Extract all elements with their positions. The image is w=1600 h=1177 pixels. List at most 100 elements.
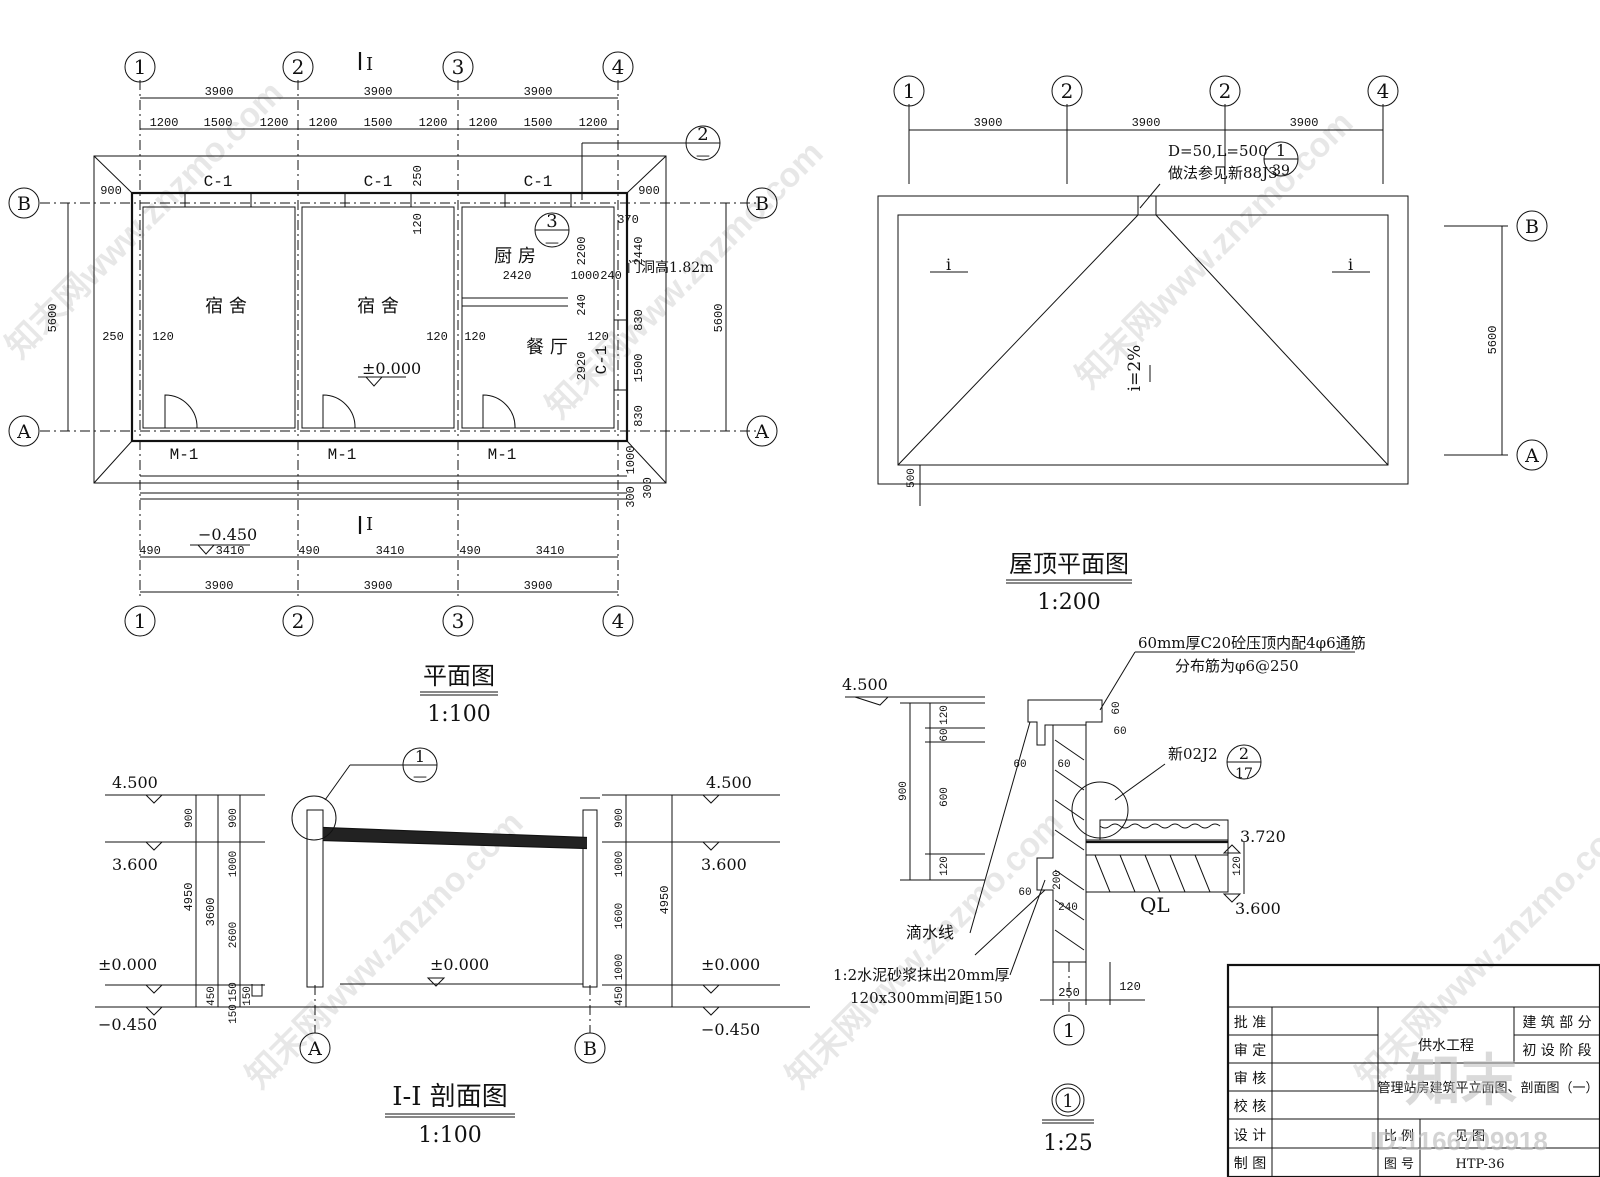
dim-total: 4950	[658, 886, 672, 915]
dim-bay-bottom: 3900	[364, 579, 393, 593]
watermark-text: 知末网www.znzmo.com	[0, 74, 291, 366]
svg-text:39: 39	[1272, 163, 1290, 179]
dim-part: 150	[228, 982, 240, 1002]
detail-level: 3.600	[1235, 899, 1281, 918]
room-label: 餐 厅	[526, 337, 568, 358]
dim-window: 1500	[524, 116, 553, 130]
dim-eave-right: 900	[638, 184, 660, 198]
axis-bubble-a: A	[299, 1032, 331, 1064]
axis-bubble-2: 2	[282, 51, 314, 83]
axis-bubble-1: 1	[893, 75, 925, 107]
axis-bubble-b-right: B	[746, 187, 778, 219]
section-scale: 1:100	[418, 1123, 481, 1148]
detail-dim: 900	[898, 781, 910, 801]
coping-note: 分布筋为φ6@250	[1175, 657, 1299, 675]
dim-misc: 300	[624, 486, 638, 508]
drain-ref-callout: 1 39	[1263, 141, 1299, 179]
dim-misc: 120	[426, 330, 448, 344]
mortar-note: 120x300mm间距150	[850, 989, 1003, 1007]
svg-text:2: 2	[292, 55, 305, 79]
axis-bubble-b: B	[574, 1032, 606, 1064]
slope-label: i=2%	[1125, 345, 1145, 392]
detail-dim: 60	[1018, 887, 1031, 899]
detail-dim: 120	[939, 856, 951, 876]
svg-text:3: 3	[452, 55, 465, 79]
dim-part: 1000	[614, 851, 626, 877]
level: 3.600	[701, 855, 747, 874]
svg-text:1: 1	[1062, 1091, 1073, 1112]
detail-dim: 240	[1058, 902, 1078, 914]
dim-part: 450	[206, 986, 218, 1006]
dim-depth: 5600	[1486, 326, 1500, 355]
dim-misc: 1000	[624, 446, 638, 475]
svg-text:2: 2	[697, 124, 708, 145]
tb-row: 制 图	[1234, 1156, 1266, 1172]
drain-note: 做法参见新88J3	[1168, 164, 1278, 182]
dim-bottom: 490	[139, 544, 161, 558]
svg-text:B: B	[1525, 216, 1539, 238]
dim-depth-left: 5600	[46, 304, 60, 333]
section-i-i: 4.500 3.600 ±0.000 −0.450 4.500 3.600 ±0…	[95, 747, 810, 1148]
watermark-text: 知末网www.znzmo.com	[239, 804, 531, 1096]
detail-dim: 250	[1058, 986, 1080, 1000]
dim-bay-2: 3900	[364, 85, 393, 99]
axis-bubble-1: 1	[124, 51, 156, 83]
dim-misc: 1000	[571, 269, 600, 283]
dim-eave-left: 900	[100, 184, 122, 198]
svg-text:4: 4	[612, 609, 625, 633]
dim-bay: 3900	[1132, 116, 1161, 130]
dim-bottom: 3410	[536, 544, 565, 558]
drip-label: 滴水线	[906, 923, 954, 942]
dim-window: 1200	[260, 116, 289, 130]
dim-misc: 2920	[575, 352, 589, 381]
detail-dim: 60	[1113, 726, 1126, 738]
dim-depth-right: 5600	[712, 304, 726, 333]
coping-note: 60mm厚C20砼压顶内配4φ6通筋	[1138, 634, 1366, 652]
tb-row: 批 准	[1234, 1015, 1266, 1031]
detail-id-bubble: 1	[1051, 1083, 1085, 1117]
dim-part: 900	[184, 808, 196, 828]
axis-bubble-4: 4	[602, 51, 634, 83]
section-title: I-I 剖面图	[392, 1082, 508, 1112]
dim-window: 1500	[204, 116, 233, 130]
svg-text:A: A	[754, 421, 769, 443]
axis-bubble-b-left: B	[8, 187, 40, 219]
dim-misc: 120	[464, 330, 486, 344]
tb-scale-value: 见 图	[1455, 1129, 1485, 1144]
floor-plan: 1 2 3 4 1 2 3 4 B A B A	[8, 51, 778, 727]
axis-bubble-b: B	[1516, 210, 1548, 242]
ref-note: 新02J2	[1168, 745, 1218, 763]
window-label: C-1	[364, 173, 393, 191]
dim-wall: 250	[102, 330, 124, 344]
detail-dim: 200	[1052, 870, 1064, 890]
tb-row: 设 计	[1234, 1128, 1266, 1144]
svg-text:2: 2	[1219, 79, 1232, 103]
watermark-text: 知末网www.znzmo.com	[779, 804, 1071, 1096]
detail-dim: 60	[1111, 701, 1123, 714]
level: 3.600	[112, 855, 158, 874]
watermark-id: ID:1166709918	[1370, 1126, 1548, 1156]
detail-callout-2: 2 —	[581, 124, 721, 200]
dim-total: 3600	[204, 898, 218, 927]
axis-bubble-2b: 2	[1209, 75, 1241, 107]
svg-text:2: 2	[1239, 744, 1249, 763]
mortar-note: 1:2水泥砂浆抹出20mm厚	[833, 966, 1010, 984]
parapet-detail: 4.500 120 60 600 120 900 QL 3.720 3.600 …	[833, 634, 1366, 1156]
tb-number-label: 图 号	[1384, 1157, 1414, 1172]
svg-text:A: A	[16, 421, 31, 443]
dim-bottom: 490	[298, 544, 320, 558]
dim-bottom: 490	[459, 544, 481, 558]
axis-bubble-a-left: A	[8, 415, 40, 447]
detail-scale: 1:25	[1043, 1131, 1092, 1156]
dim-window: 1200	[309, 116, 338, 130]
svg-text:1: 1	[134, 609, 147, 633]
dim-misc: 120	[411, 213, 425, 235]
tb-stage: 初 设 阶 段	[1522, 1042, 1591, 1059]
section-mark: I	[366, 54, 373, 75]
window-label: C-1	[524, 173, 553, 191]
svg-text:1: 1	[1063, 1020, 1075, 1042]
detail-callout-3: 3 —	[534, 211, 570, 251]
axis-bubble-3-bottom: 3	[442, 605, 474, 637]
dim-bay-bottom: 3900	[524, 579, 553, 593]
tb-row: 审 定	[1234, 1043, 1266, 1059]
